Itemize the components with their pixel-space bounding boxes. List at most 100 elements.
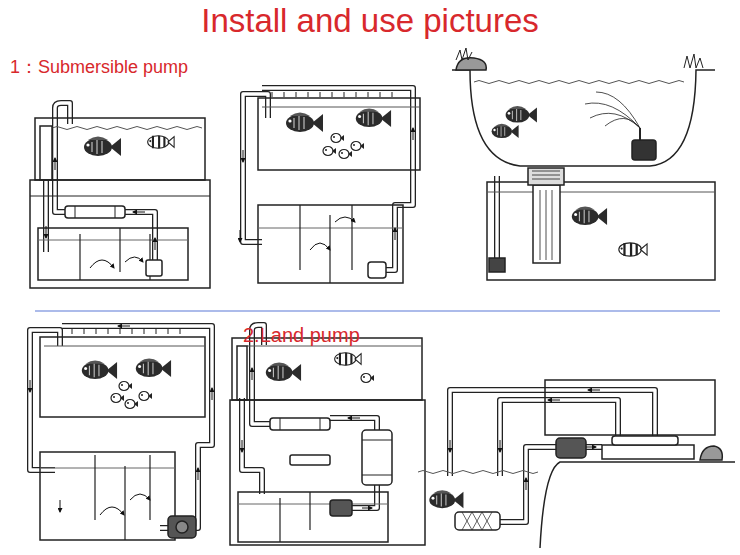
pond-land-pump-part [548,400,560,401]
in-tank-filter-part [540,190,552,260]
pond-land-pump-part [450,440,451,452]
pond-land-pump-part [455,512,500,530]
pond-land-pump-part [500,440,501,452]
drawing-symbol [323,147,336,156]
drawing-symbol [286,113,323,133]
pond-fountain-part [639,128,641,140]
drawing-symbol [82,361,117,380]
land-pump-cabinet-setup-part [270,418,330,430]
drawing-symbol [119,382,132,391]
drawing-symbol [339,150,352,159]
land-pump-cabinet-setup-part [348,418,360,419]
land-pump-cabinet-setup-part [362,430,392,485]
drawing-symbol [361,374,374,383]
drawing-symbol [125,400,138,409]
land-pump-cabinet-setup-part [330,500,352,516]
submersible-sump-setup-part [125,257,143,262]
submersible-spraybar-setup [240,92,420,283]
submersible-sump-setup-part [155,238,156,250]
land-pump-sump-setup-part [198,468,199,480]
submersible-sump-setup-part [38,240,188,241]
land-pump-cabinet-setup-part [362,508,372,509]
diagram-title: Install and use pictures [0,2,740,40]
submersible-sump-setup-part [35,118,205,180]
land-pump-sump-setup-part [40,452,175,540]
pond-fountain-part [585,92,640,128]
submersible-sump-setup-part [55,158,56,170]
land-pump-sump-setup-part [118,326,130,327]
submersible-spraybar-setup-part [240,230,241,242]
submersible-spraybar-setup-part [310,243,330,250]
land-pump-cabinet-setup-part [232,338,422,400]
pond-fountain-part [684,54,703,68]
pond-land-pump-part [602,445,694,459]
drawing-symbol [331,134,344,143]
land-pump-sump-setup-part [168,516,196,538]
submersible-sump-setup-part [30,196,210,197]
land-pump-cabinet-setup-part [230,400,425,545]
submersible-spraybar-setup-part [335,217,355,222]
pond-fountain-part [452,70,715,166]
pond-land-pump-part [526,478,527,490]
pond-land-pump-part [586,447,596,448]
land-pump-sump-setup [30,326,212,540]
drawing-symbol [492,124,519,138]
land-pump-sump-setup-part [44,346,205,347]
submersible-sump-setup-part [30,180,210,288]
drawing-symbol [429,490,463,508]
pond-land-pump-part [588,390,600,391]
land-pump-cabinet-setup-part [238,504,388,505]
pond-land-pump-part [556,438,586,458]
submersible-sump-setup-part [40,126,52,180]
submersible-spraybar-setup-part [258,205,403,283]
submersible-sump-setup-part [38,228,188,280]
land-pump-cabinet-setup-part [290,455,330,465]
in-tank-filter-part [533,185,560,263]
submersible-spraybar-setup-part [368,262,386,278]
drawing-symbol [356,109,391,128]
land-pump-cabinet-setup-part [362,440,392,475]
submersible-sump-setup-part [52,127,202,130]
pond-land-pump-part [462,512,492,530]
pond-land-pump [418,380,735,548]
submersible-spraybar-setup-part [272,92,392,97]
drawing-symbol [506,106,537,123]
submersible-sump-setup-part [65,206,125,218]
drawing-symbol [266,363,301,382]
submersible-spraybar-setup-part [413,128,414,140]
drawing-symbol [335,353,361,365]
drawing-symbol [136,359,171,378]
drawing-symbol [572,207,607,226]
in-tank-filter-part [487,182,715,280]
land-pump-sump-setup-part [60,500,61,512]
section-label: 1：Submersible pump [10,55,188,79]
submersible-spraybar-setup-part [262,107,420,108]
land-pump-cabinet-setup-part [252,368,253,380]
submersible-spraybar-setup-part [243,150,244,162]
submersible-sump-setup-part [133,212,145,213]
land-pump-sump-setup-part [40,337,205,417]
pond-land-pump-part [700,446,722,460]
pond-fountain-part [456,58,486,70]
land-pump-sump-setup-part [130,494,150,500]
land-pump-cabinet-setup-part [280,418,320,430]
submersible-sump-setup [30,118,210,288]
section-label: 2.Land pump [243,324,360,347]
in-tank-filter-part [487,192,715,193]
drawing-symbol [84,137,121,157]
drawing-symbol [148,136,174,148]
submersible-spraybar-setup-part [258,98,420,170]
land-pump-sump-setup-part [212,388,213,400]
pond-fountain-part [632,140,656,160]
drawing-symbol [139,392,152,401]
pond-land-pump-part [540,462,735,548]
submersible-sump-setup-part [90,260,114,268]
in-tank-filter-part [532,171,560,179]
drawing-symbol [111,394,124,403]
land-pump-sump-setup-part [95,455,150,540]
in-tank-filter-part [528,168,564,185]
pond-fountain [452,48,715,166]
